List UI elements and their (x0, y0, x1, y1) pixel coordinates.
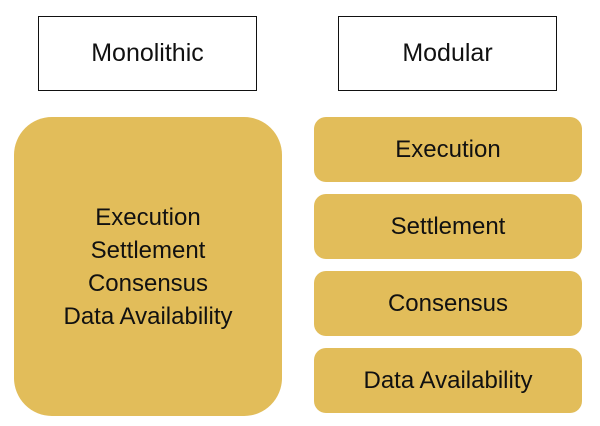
modular-title: Modular (402, 39, 493, 67)
modular-header: Modular (338, 16, 557, 91)
modular-layer-label: Settlement (390, 212, 506, 240)
monolithic-block: Execution Settlement Consensus Data Avai… (14, 117, 282, 416)
modular-layer-label: Data Availability (363, 366, 533, 394)
monolithic-layer-settlement: Settlement (90, 236, 206, 264)
modular-layer-data-availability: Data Availability (314, 348, 582, 413)
modular-layer-consensus: Consensus (314, 271, 582, 336)
modular-layer-settlement: Settlement (314, 194, 582, 259)
monolithic-title: Monolithic (91, 39, 204, 67)
modular-layer-label: Consensus (387, 289, 509, 317)
modular-layer-label: Execution (395, 135, 501, 163)
modular-layer-execution: Execution (314, 117, 582, 182)
monolithic-layer-data-availability: Data Availability (63, 302, 233, 330)
monolithic-layer-consensus: Consensus (87, 269, 209, 297)
monolithic-header: Monolithic (38, 16, 257, 91)
monolithic-layer-execution: Execution (95, 203, 201, 231)
